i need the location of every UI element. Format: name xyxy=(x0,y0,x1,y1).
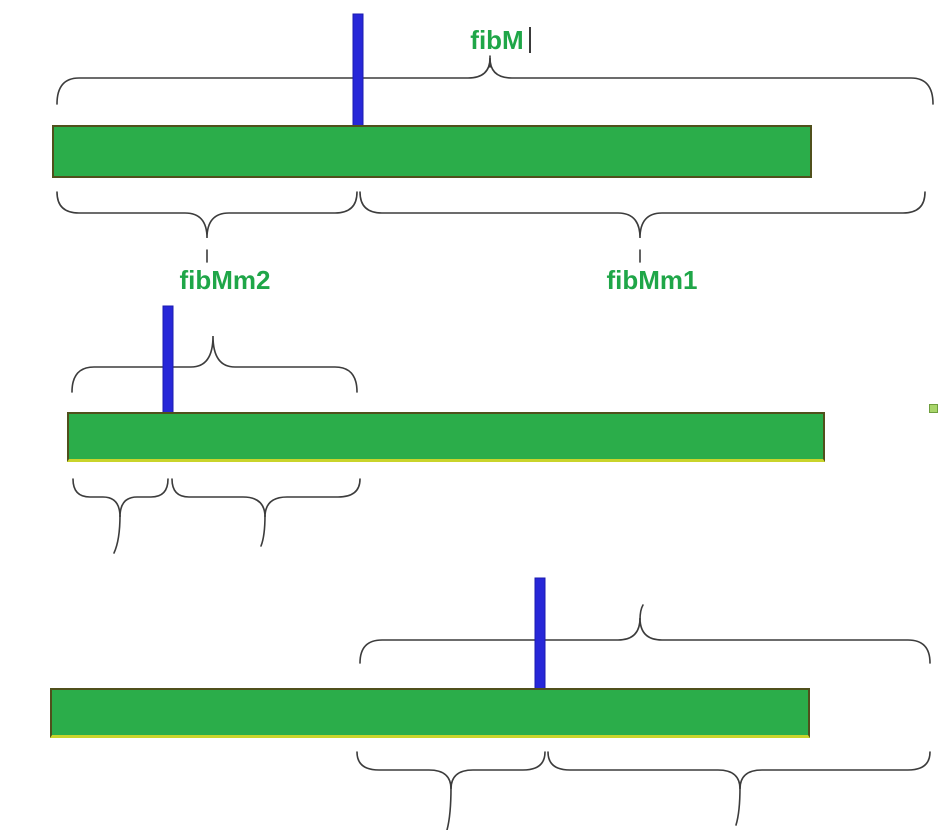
brace-row1-bottom-right[interactable] xyxy=(359,191,926,263)
brace-row3-br-tail xyxy=(735,786,741,826)
array-bar-row1[interactable] xyxy=(52,125,812,178)
brace-row2-bottom-right[interactable] xyxy=(171,478,361,547)
text-caret xyxy=(529,27,531,53)
brace-row2-top[interactable] xyxy=(71,335,358,393)
label-fibM[interactable]: fibM xyxy=(470,25,524,55)
array-bar-row3[interactable] xyxy=(50,688,810,738)
label-fibMm1[interactable]: fibMm1 xyxy=(606,265,698,295)
brace-row2-bottom-left[interactable] xyxy=(72,478,169,554)
selection-handle[interactable] xyxy=(929,404,938,413)
brace-row2-br-tail xyxy=(260,514,266,547)
brace-row3-bottom-left[interactable] xyxy=(356,751,546,830)
brace-row3-bottom-right[interactable] xyxy=(547,751,931,826)
brace-row1-top[interactable] xyxy=(56,55,934,105)
brace-row3-top[interactable] xyxy=(359,604,931,664)
label-fibMm2[interactable]: fibMm2 xyxy=(179,265,271,295)
brace-row3-bl-tail xyxy=(446,786,452,830)
brace-row1-bottom-left[interactable] xyxy=(56,191,358,263)
brace-row3-top-tail xyxy=(639,604,644,621)
array-bar-row2[interactable] xyxy=(67,412,825,462)
brace-row2-bl-tail xyxy=(113,514,121,554)
